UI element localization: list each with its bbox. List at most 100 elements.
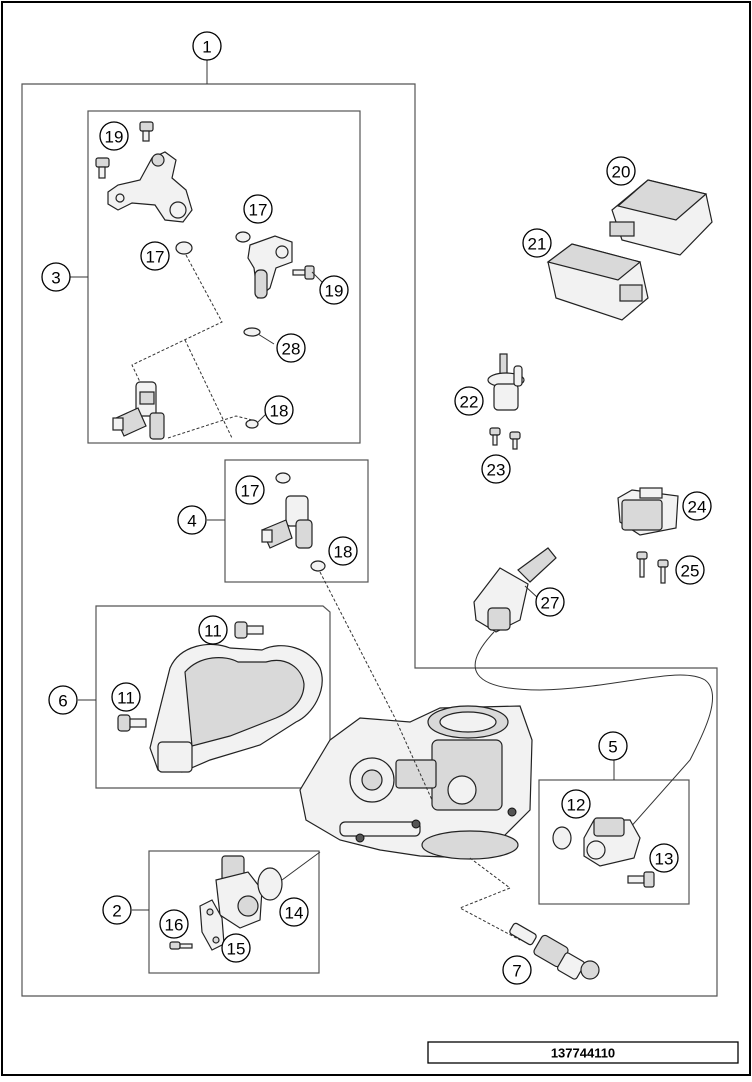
group-2-box [148, 850, 320, 974]
callout-number: 14 [285, 904, 304, 923]
screw-23b-icon [509, 431, 521, 450]
callout-c2: 2 [102, 895, 132, 925]
screw-11a-icon [234, 621, 264, 639]
o-ring-17c-icon [275, 472, 291, 484]
callout-number: 20 [612, 163, 631, 182]
callout-number: 18 [270, 402, 289, 421]
callout-number: 4 [187, 512, 196, 531]
callout-c16: 16 [159, 909, 189, 939]
callout-circle [606, 156, 636, 186]
callout-circle [177, 505, 207, 535]
o-ring-17b-icon [235, 231, 251, 243]
callout-circle [48, 685, 78, 715]
callout-c12: 12 [561, 789, 591, 819]
assembly-1-boundary [21, 83, 718, 997]
callout-circle [99, 121, 129, 151]
callout-circle [102, 895, 132, 925]
sensor-cable [474, 631, 713, 831]
pressure-regulator [247, 235, 293, 300]
assembly-line [131, 254, 223, 383]
callout-number: 21 [528, 235, 547, 254]
callout-circle [522, 228, 552, 258]
screw-19a-icon [139, 121, 154, 142]
callout-c21: 21 [522, 228, 552, 258]
cover-6 [149, 643, 323, 773]
callout-circle [535, 587, 565, 617]
callout-number: 17 [146, 248, 165, 267]
callout-circle [682, 491, 712, 521]
callout-c19a: 19 [99, 121, 129, 151]
callout-circle [598, 731, 628, 761]
callout-circle [481, 454, 511, 484]
callout-number: 15 [227, 940, 246, 959]
callout-circle [502, 955, 532, 985]
callout-circle [192, 31, 222, 61]
callout-number: 19 [105, 128, 124, 147]
callout-circle [276, 333, 306, 363]
sensor-5 [583, 817, 641, 867]
callout-c18a: 18 [264, 395, 294, 425]
leader-27 [524, 585, 539, 599]
callout-circle [649, 843, 679, 873]
sensor-24 [617, 487, 679, 536]
screw-25a-icon [636, 551, 648, 578]
callout-c24: 24 [682, 491, 712, 521]
callout-c17b: 17 [140, 241, 170, 271]
o-ring-17a-icon [175, 241, 193, 255]
callout-circle [319, 275, 349, 305]
callout-number: 19 [325, 282, 344, 301]
callout-circle [264, 395, 294, 425]
callout-c27: 27 [535, 587, 565, 617]
callout-c17a: 17 [243, 194, 273, 224]
screw-19b-icon [95, 157, 110, 179]
callout-c3: 3 [41, 262, 71, 292]
callout-circle [279, 897, 309, 927]
callout-circle [675, 555, 705, 585]
callout-c14: 14 [279, 897, 309, 927]
callout-circle [41, 262, 71, 292]
callout-number: 11 [117, 689, 135, 708]
callout-number: 22 [460, 393, 479, 412]
o-ring-12-icon [552, 826, 572, 850]
callout-number: 5 [608, 738, 617, 757]
sensor-27 [473, 547, 557, 633]
o-ring-18b-icon [310, 560, 326, 572]
callout-circle [243, 194, 273, 224]
assembly-line [167, 415, 253, 439]
screw-11b-icon [117, 714, 147, 732]
callout-circle [328, 536, 358, 566]
o-ring-14-icon [257, 867, 283, 901]
callout-circle [221, 933, 251, 963]
callout-number: 17 [241, 482, 260, 501]
callout-number: 13 [655, 850, 674, 869]
sensor-2 [215, 855, 263, 929]
callout-c4: 4 [177, 505, 207, 535]
callout-number: 7 [512, 962, 521, 981]
callout-number: 12 [567, 796, 586, 815]
leader-14 [281, 851, 321, 881]
callout-number: 2 [112, 902, 121, 921]
group-4-box [224, 459, 369, 583]
callout-number: 28 [282, 340, 301, 359]
ecu-21 [546, 243, 649, 321]
callout-c28: 28 [276, 333, 306, 363]
callout-c7: 7 [502, 955, 532, 985]
callout-c5: 5 [598, 731, 628, 761]
callout-number: 17 [249, 201, 268, 220]
callout-c13: 13 [649, 843, 679, 873]
callout-c6: 6 [48, 685, 78, 715]
injector-3 [112, 381, 165, 440]
callout-c11a: 11 [198, 615, 228, 645]
callout-c23: 23 [481, 454, 511, 484]
seal-28-icon [243, 327, 261, 337]
callout-number: 1 [202, 38, 211, 57]
screw-25b-icon [657, 559, 669, 584]
callout-number: 16 [165, 916, 184, 935]
callout-circle [561, 789, 591, 819]
callout-number: 24 [688, 498, 707, 517]
callout-c11b: 11 [111, 682, 141, 712]
bracket-15-icon [199, 899, 225, 951]
